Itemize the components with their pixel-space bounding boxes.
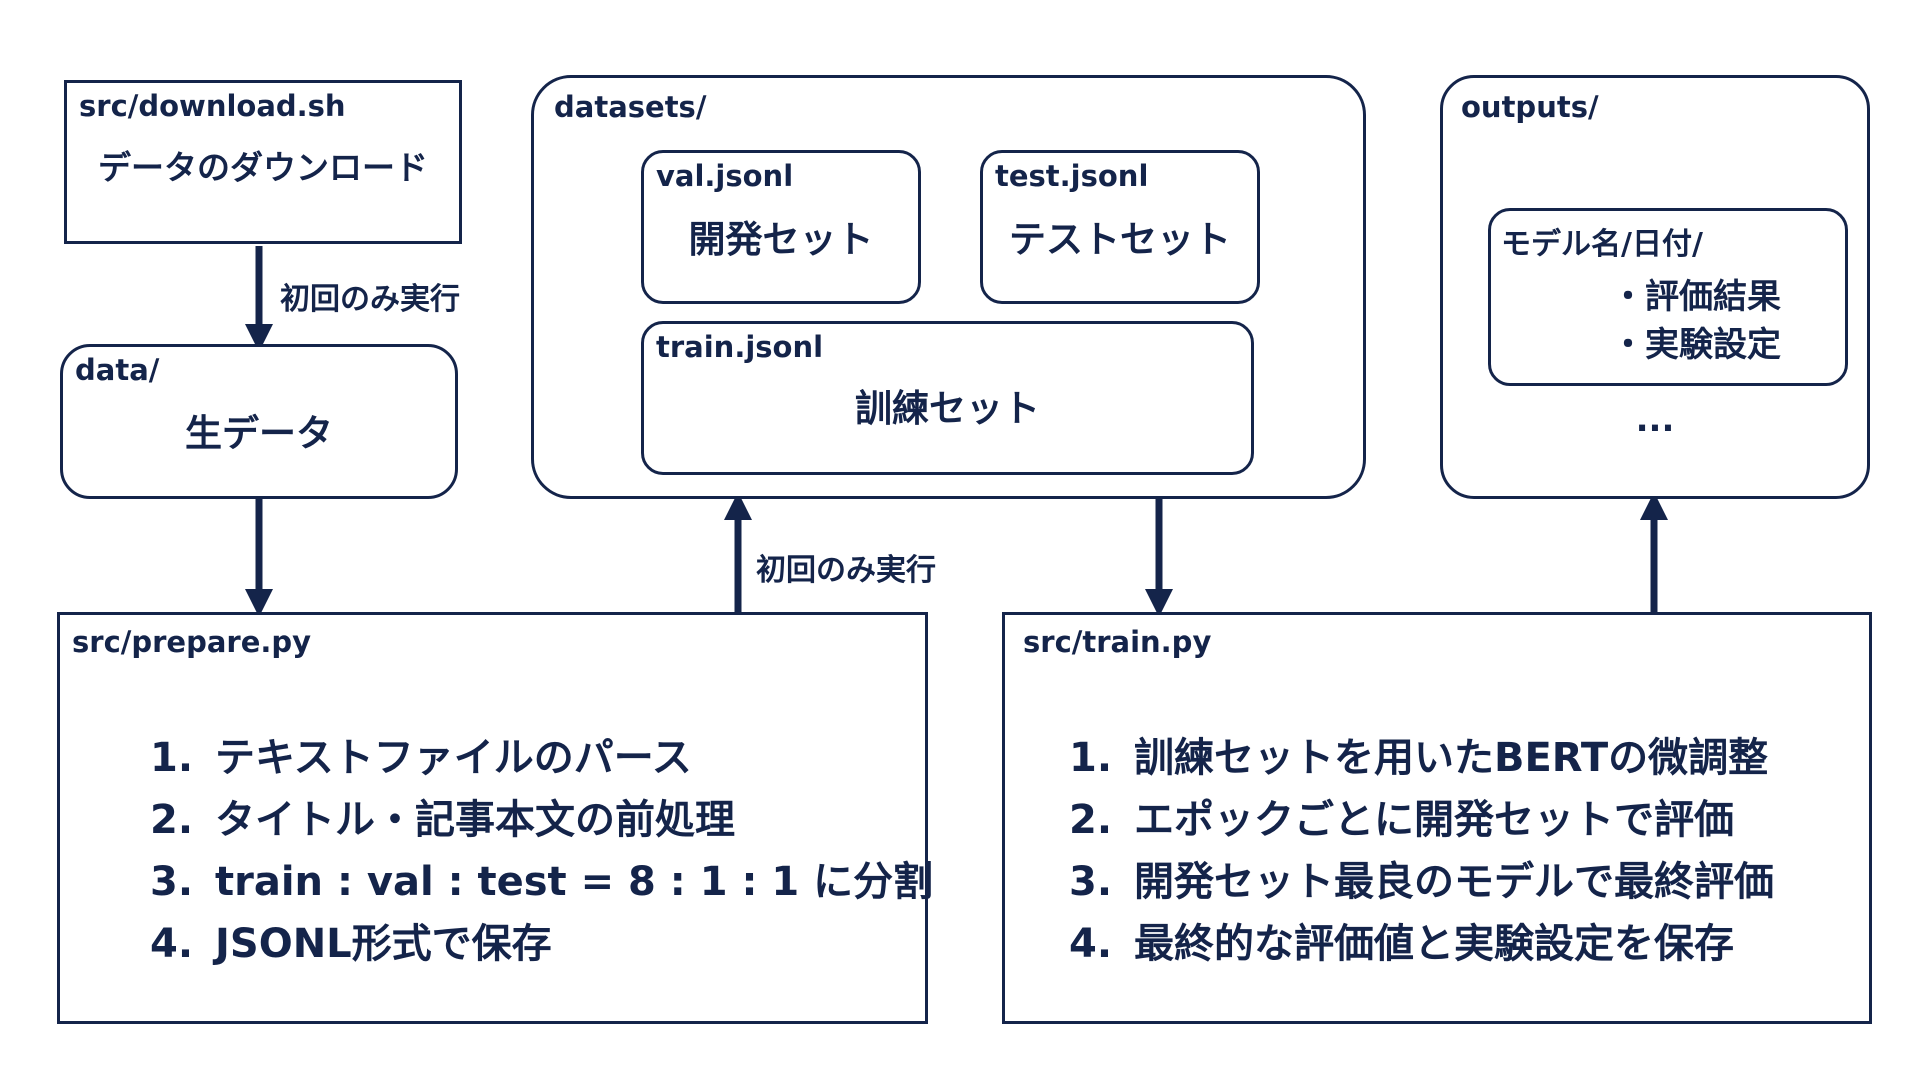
train-jsonl-label: train.jsonl [656,330,824,364]
val-jsonl-box: val.jsonl 開発セット [641,150,921,304]
train-jsonl-text: 訓練セット [855,387,1040,430]
train-steps-list: 1. 訓練セットを用いたBERTの微調整 2. エポックごとに開発セットで評価 3.… [1069,727,1774,975]
prepare-step: 3. train : val : test = 8 : 1 : 1 に分割 [150,851,933,913]
train-step: 3. 開発セット最良のモデルで最終評価 [1069,851,1774,913]
data-dir-label: data/ [75,353,160,387]
prepare-step-text: タイトル・記事本文の前処理 [215,797,735,843]
test-jsonl-box: test.jsonl テストセット [980,150,1260,304]
train-step-text: エポックごとに開発セットで評価 [1134,797,1734,843]
test-jsonl-label: test.jsonl [995,159,1149,193]
prepare-step-number: 4. [150,921,194,967]
outputs-dir-box: outputs/ モデル名/日付/ ・評価結果 ・実験設定 ... [1440,75,1870,499]
prepare-step-number: 1. [150,735,194,781]
model-date-dir-label: モデル名/日付/ [1501,227,1703,262]
train-step: 2. エポックごとに開発セットで評価 [1069,789,1774,851]
model-date-item: ・実験設定 [1611,325,1781,365]
train-step: 1. 訓練セットを用いたBERTの微調整 [1069,727,1774,789]
prepare-step-text: JSONL形式で保存 [215,921,552,967]
train-step-number: 4. [1069,921,1113,967]
train-step: 4. 最終的な評価値と実験設定を保存 [1069,913,1774,975]
download-script-text: データのダウンロード [98,148,428,187]
train-jsonl-box: train.jsonl 訓練セット [641,321,1254,475]
edge-label-download-to-data: 初回のみ実行 [280,282,460,317]
prepare-steps-list: 1. テキストファイルのパース 2. タイトル・記事本文の前処理 3. train :… [150,727,933,975]
outputs-ellipsis: ... [1635,400,1675,440]
model-date-dir-box: モデル名/日付/ ・評価結果 ・実験設定 [1488,208,1848,386]
test-jsonl-text: テストセット [1009,218,1231,261]
train-step-text: 最終的な評価値と実験設定を保存 [1134,921,1734,967]
train-script-box: src/train.py 1. 訓練セットを用いたBERTの微調整 2. エポックご… [1002,612,1872,1024]
data-dir-box: data/ 生データ [60,344,458,499]
train-step-number: 3. [1069,859,1113,905]
prepare-script-label: src/prepare.py [72,625,312,659]
outputs-dir-label: outputs/ [1461,90,1599,124]
data-dir-text: 生データ [185,412,333,455]
train-step-text: 訓練セットを用いたBERTの微調整 [1134,735,1769,781]
train-step-number: 2. [1069,797,1113,843]
prepare-step-number: 2. [150,797,194,843]
download-script-label: src/download.sh [79,89,346,123]
prepare-step: 4. JSONL形式で保存 [150,913,933,975]
download-script-box: src/download.sh データのダウンロード [64,80,462,244]
prepare-step-text: テキストファイルのパース [215,735,692,781]
val-jsonl-text: 開発セット [688,218,874,261]
train-script-label: src/train.py [1023,625,1212,659]
train-step-number: 1. [1069,735,1113,781]
prepare-step-text: train : val : test = 8 : 1 : 1 に分割 [215,859,934,905]
datasets-dir-box: datasets/ val.jsonl 開発セット test.jsonl テスト… [531,75,1366,499]
train-step-text: 開発セット最良のモデルで最終評価 [1134,859,1774,905]
prepare-script-box: src/prepare.py 1. テキストファイルのパース 2. タイトル・記事本… [57,612,933,1024]
datasets-dir-label: datasets/ [554,90,707,124]
val-jsonl-label: val.jsonl [656,159,794,193]
prepare-step: 1. テキストファイルのパース [150,727,933,789]
edge-label-prepare-to-datasets: 初回のみ実行 [756,553,936,588]
prepare-step-number: 3. [150,859,194,905]
model-date-item: ・評価結果 [1611,277,1781,317]
prepare-step: 2. タイトル・記事本文の前処理 [150,789,933,851]
